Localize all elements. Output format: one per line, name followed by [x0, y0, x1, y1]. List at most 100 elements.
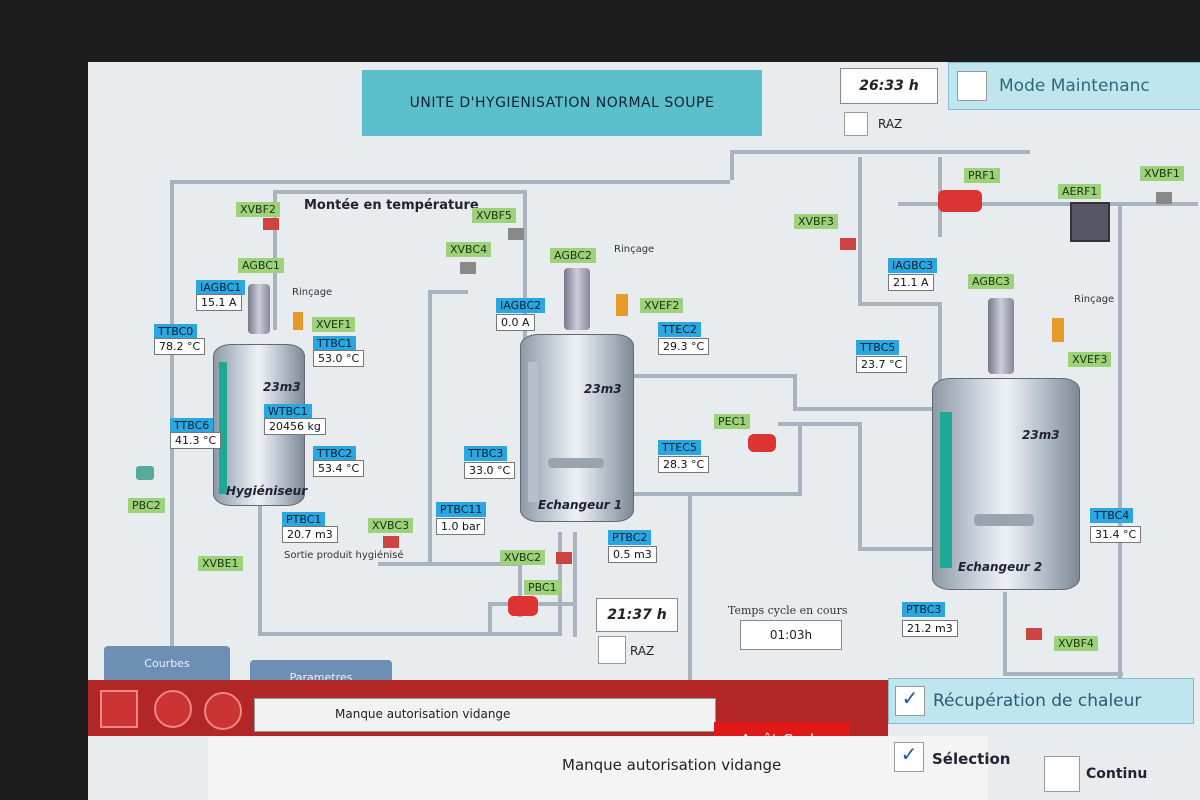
- valve-icon[interactable]: [840, 238, 856, 250]
- pipe: [633, 492, 798, 496]
- pipe: [898, 202, 1198, 206]
- fan-icon[interactable]: [1070, 202, 1110, 242]
- value-ttbc5: 23.7 °C: [856, 356, 908, 373]
- pump-icon[interactable]: [938, 190, 982, 212]
- tag-ttec2: TTEC2: [658, 322, 701, 337]
- tag-ttbc4: TTBC4: [1090, 508, 1134, 523]
- vessel-volume: 23m3: [263, 380, 301, 394]
- raz-checkbox[interactable]: [844, 112, 868, 136]
- pipe: [428, 290, 468, 294]
- selection-label: Sélection: [932, 750, 1011, 768]
- pipe: [688, 492, 692, 702]
- value-ptbc3: 21.2 m3: [902, 620, 958, 637]
- cycle-time-value: 01:03h: [740, 620, 842, 650]
- vessel-echangeur-1[interactable]: [520, 334, 634, 522]
- rincage-label: Rinçage: [1074, 294, 1115, 305]
- valve-icon[interactable]: [460, 262, 476, 274]
- value-ptbc2: 0.5 m3: [608, 546, 657, 563]
- pump-icon[interactable]: [136, 466, 154, 480]
- tag-xvbf4[interactable]: XVBF4: [1054, 636, 1098, 651]
- valve-icon[interactable]: [293, 312, 303, 330]
- raz-label: RAZ: [878, 117, 903, 131]
- tag-xvbc3[interactable]: XVBC3: [368, 518, 414, 533]
- home-button[interactable]: [100, 690, 138, 728]
- valve-icon[interactable]: [1156, 192, 1172, 204]
- vessel-name: Echangeur 2: [958, 560, 1043, 574]
- pipe: [518, 562, 522, 617]
- pipe: [858, 422, 862, 547]
- valve-icon[interactable]: [508, 228, 524, 240]
- tag-ptbc1: PTBC1: [282, 512, 326, 527]
- status-message: Manque autorisation vidange: [562, 756, 782, 774]
- selection-checkbox[interactable]: [894, 742, 924, 772]
- valve-icon[interactable]: [556, 552, 572, 564]
- value-ptbc1: 20.7 m3: [282, 526, 338, 543]
- pipe: [1118, 202, 1122, 682]
- mode-maintenance-toggle[interactable]: Mode Maintenanc: [948, 62, 1200, 110]
- pipe: [793, 374, 797, 409]
- tag-ttbc6: TTBC6: [170, 418, 214, 433]
- tag-ttbc5: TTBC5: [856, 340, 900, 355]
- page-title: UNITE D'HYGIENISATION NORMAL SOUPE: [362, 70, 762, 136]
- pipe: [1003, 672, 1123, 676]
- alarm-message-field[interactable]: Manque autorisation vidange: [254, 698, 716, 732]
- timer-echangeur: 21:37 h: [596, 598, 678, 632]
- tag-xvbc2[interactable]: XVBC2: [500, 550, 546, 565]
- pipe: [273, 190, 523, 194]
- motor-icon: [248, 284, 270, 334]
- mode-maintenance-checkbox[interactable]: [957, 71, 987, 101]
- tag-ttbc2: TTBC2: [313, 446, 357, 461]
- tag-xvef1[interactable]: XVEF1: [312, 317, 356, 332]
- pipe: [428, 290, 432, 565]
- pipe: [778, 422, 858, 426]
- tag-xvbf2[interactable]: XVBF2: [236, 202, 280, 217]
- pump-icon[interactable]: [508, 596, 538, 616]
- agitator-icon: [974, 514, 1034, 526]
- recuperation-label: Récupération de chaleur: [933, 691, 1142, 711]
- pipe: [730, 150, 734, 180]
- motor-icon: [564, 268, 590, 330]
- pipe: [523, 190, 527, 345]
- level-bar-echangeur-1: [528, 362, 538, 502]
- pump-icon[interactable]: [748, 434, 776, 452]
- tag-iagbc2: IAGBC2: [496, 298, 546, 313]
- tag-ttbc1: TTBC1: [313, 336, 357, 351]
- tag-pec1: PEC1: [714, 414, 751, 429]
- tag-iagbc1: IAGBC1: [196, 280, 246, 295]
- tag-wtbc1: WTBC1: [264, 404, 312, 419]
- sortie-produit-label: Sortie produit hygiénisé: [284, 550, 404, 561]
- valve-icon[interactable]: [616, 294, 628, 316]
- tag-ptbc3: PTBC3: [902, 602, 946, 617]
- valve-icon[interactable]: [263, 218, 279, 230]
- recuperation-chaleur-toggle[interactable]: Récupération de chaleur: [888, 678, 1194, 724]
- pipe: [633, 374, 793, 378]
- level-bar-echangeur-2: [940, 412, 952, 568]
- valve-icon[interactable]: [1026, 628, 1042, 640]
- edit-button[interactable]: [204, 692, 242, 730]
- value-iagbc2: 0.0 A: [496, 314, 535, 331]
- valve-icon[interactable]: [383, 536, 399, 548]
- tag-agbc1: AGBC1: [238, 258, 284, 273]
- tag-xvbf5[interactable]: XVBF5: [472, 208, 516, 223]
- valve-icon[interactable]: [1052, 318, 1064, 342]
- vessel-echangeur-2[interactable]: [932, 378, 1080, 590]
- tag-ttec5: TTEC5: [658, 440, 701, 455]
- recuperation-checkbox[interactable]: [895, 686, 925, 716]
- agitator-icon: [548, 458, 604, 468]
- tag-xvbe1[interactable]: XVBE1: [198, 556, 243, 571]
- tag-xvef2[interactable]: XVEF2: [640, 298, 684, 313]
- continu-checkbox[interactable]: [1044, 756, 1080, 792]
- timer-main: 26:33 h: [840, 68, 938, 104]
- stop-button[interactable]: [154, 690, 192, 728]
- raz-checkbox[interactable]: [598, 636, 626, 664]
- value-iagbc3: 21.1 A: [888, 274, 934, 291]
- pipe: [858, 302, 938, 306]
- tag-ttbc3: TTBC3: [464, 446, 508, 461]
- tag-xvef3[interactable]: XVEF3: [1068, 352, 1112, 367]
- tag-xvbf3[interactable]: XVBF3: [794, 214, 838, 229]
- tag-xvbf1[interactable]: XVBF1: [1140, 166, 1184, 181]
- tag-xvbc4[interactable]: XVBC4: [446, 242, 492, 257]
- tab-courbes[interactable]: Courbes: [104, 646, 230, 680]
- pipe: [858, 157, 862, 302]
- pipe: [730, 150, 1030, 154]
